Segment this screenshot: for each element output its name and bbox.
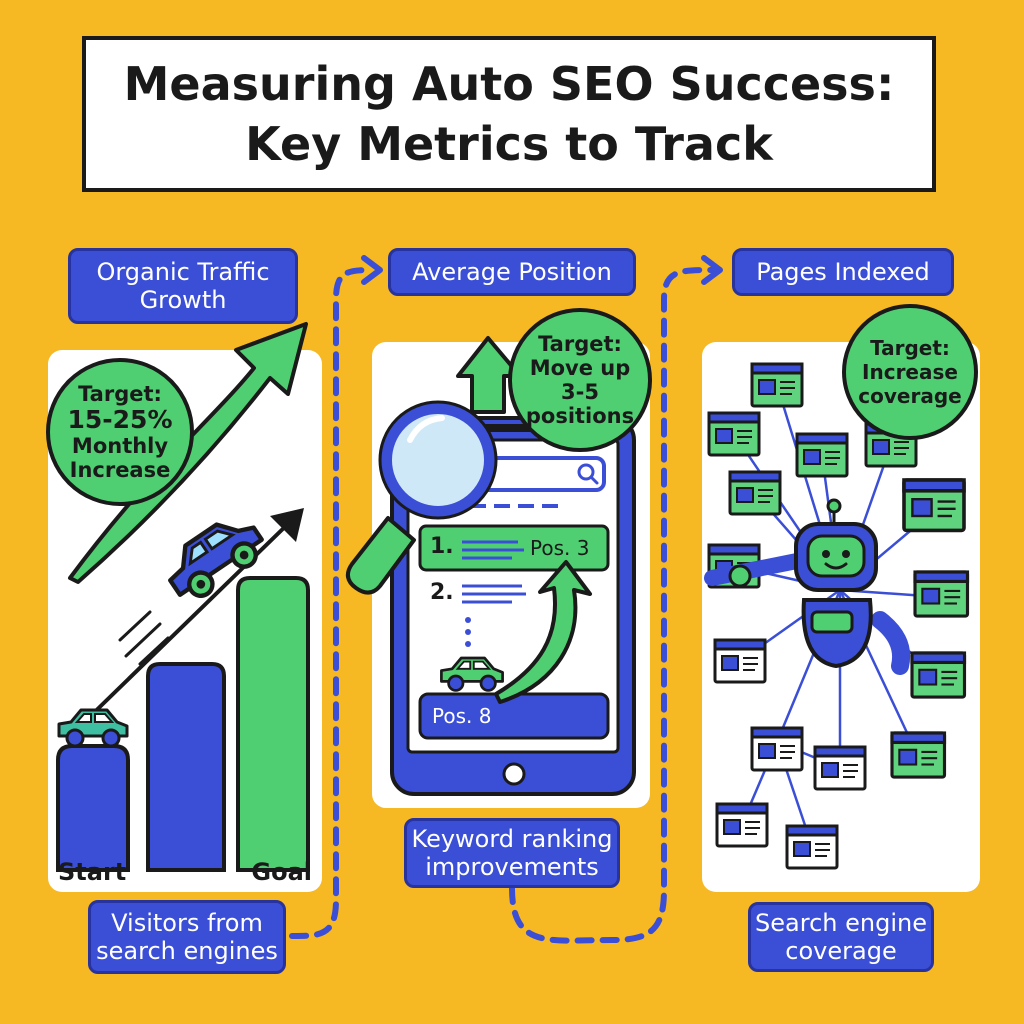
traffic-caption: Visitors from search engines (88, 900, 286, 974)
title-line-2: Key Metrics to Track (245, 117, 773, 171)
indexed-target-text: Target: Increase coverage (852, 336, 968, 408)
connector-1 (289, 267, 375, 939)
indexed-target-bubble (842, 304, 978, 440)
traffic-target-bubble (46, 358, 194, 506)
traffic-target-line-4: Increase (69, 458, 171, 482)
connector-2-arrowhead-icon (701, 255, 723, 285)
average-position-heading: Average Position (388, 248, 636, 296)
position-caption-line-2: improvements (425, 853, 599, 881)
position-target-bubble (508, 308, 652, 452)
rank-1-label: 1. (430, 534, 454, 559)
connector-1-arrowhead-icon (361, 255, 383, 285)
traffic-target-line-1: Target: (78, 382, 162, 406)
position-up-arrow-icon (456, 336, 522, 414)
middle-bar (146, 662, 226, 872)
indexed-target-line-1: Target: (870, 336, 950, 360)
organic-traffic-heading: Organic Traffic Growth (68, 248, 298, 324)
indexed-caption-line-1: Search engine (755, 909, 927, 937)
rank-low-position: Pos. 8 (432, 704, 492, 728)
traffic-target-text: Target: 15-25% Monthly Increase (60, 382, 180, 482)
organic-traffic-heading-line-1: Organic Traffic (96, 258, 270, 286)
ellipsis-dots-icon (465, 617, 471, 647)
traffic-target-line-3: Monthly (71, 434, 169, 458)
position-caption-line-1: Keyword ranking (411, 825, 613, 853)
connector-2 (509, 267, 715, 944)
goal-bar (236, 576, 310, 872)
goal-label: Goal (251, 858, 312, 886)
position-target-line-4: positions (525, 404, 635, 428)
organic-traffic-heading-line-2: Growth (139, 286, 227, 314)
rank-2-label: 2. (430, 580, 454, 605)
speed-lines-icon (118, 610, 170, 666)
position-target-line-2: Move up (529, 356, 631, 380)
average-position-heading-text: Average Position (412, 258, 612, 286)
indexed-caption: Search engine coverage (748, 902, 934, 972)
position-caption: Keyword ranking improvements (404, 818, 620, 888)
title-banner: Measuring Auto SEO Success: Key Metrics … (82, 36, 936, 192)
rank-up-arrow-icon (494, 560, 592, 704)
robot-icon (704, 498, 910, 675)
traffic-target-line-2: 15-25% (67, 405, 173, 434)
traffic-caption-line-1: Visitors from (111, 909, 263, 937)
position-target-line-1: Target: (538, 332, 622, 356)
magnifier-icon (345, 400, 498, 595)
rank-1-position: Pos. 3 (530, 536, 590, 560)
pages-indexed-heading: Pages Indexed (732, 248, 954, 296)
indexed-target-line-3: coverage (858, 384, 962, 408)
position-target-line-3: 3-5 (561, 380, 599, 404)
indexed-caption-line-2: coverage (785, 937, 897, 965)
traffic-caption-line-2: search engines (96, 937, 278, 965)
start-bar (56, 744, 130, 872)
start-label: Start (58, 858, 127, 886)
pages-indexed-heading-text: Pages Indexed (756, 258, 930, 286)
indexed-target-line-2: Increase (862, 360, 958, 384)
position-target-text: Target: Move up 3-5 positions (520, 332, 640, 428)
title-line-1: Measuring Auto SEO Success: (123, 57, 895, 111)
